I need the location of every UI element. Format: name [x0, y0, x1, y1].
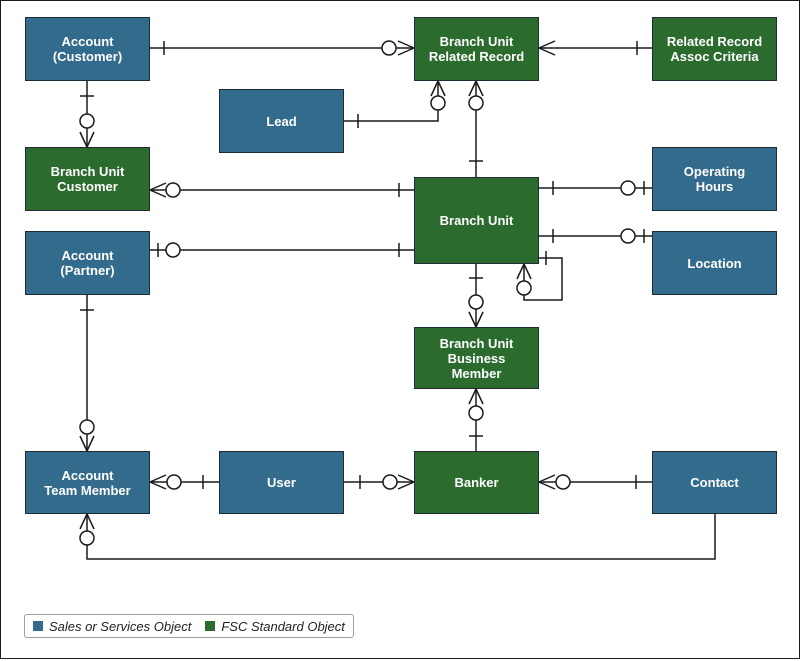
entity-account-customer[interactable]: Account (Customer)	[25, 17, 150, 81]
entity-branch-unit-business-member[interactable]: Branch Unit Business Member	[414, 327, 539, 389]
rel-branch-unit-self	[516, 251, 563, 301]
entity-related-record-assoc-criteria[interactable]: Related Record Assoc Criteria	[652, 17, 777, 81]
entity-user[interactable]: User	[219, 451, 344, 514]
rel-related-record-assoc-criteria	[538, 40, 652, 56]
entity-branch-unit-customer[interactable]: Branch Unit Customer	[25, 147, 150, 211]
legend-label-fsc-standard: FSC Standard Object	[221, 618, 345, 634]
blue-swatch-icon	[33, 621, 43, 631]
rel-account-customer-related-record	[150, 40, 415, 56]
entity-branch-unit[interactable]: Branch Unit	[414, 177, 539, 264]
entity-account-partner[interactable]: Account (Partner)	[25, 231, 150, 295]
entity-banker[interactable]: Banker	[414, 451, 539, 514]
rel-branch-unit-location	[539, 228, 652, 244]
rel-account-customer-branch-unit-customer	[79, 81, 95, 148]
rel-team-member-user	[149, 474, 219, 490]
legend-label-sales-services: Sales or Services Object	[49, 618, 192, 634]
rel-branch-unit-customer-branch-unit	[149, 182, 414, 198]
rel-account-partner-team-member	[79, 294, 95, 452]
rel-account-partner-branch-unit	[150, 242, 414, 258]
entity-operating-hours[interactable]: Operating Hours	[652, 147, 777, 211]
entity-lead[interactable]: Lead	[219, 89, 344, 153]
rel-branch-unit-business-member	[468, 264, 484, 328]
rel-contact-team-member	[79, 513, 716, 560]
rel-business-member-banker	[468, 388, 484, 451]
green-swatch-icon	[205, 621, 216, 631]
entity-account-team-member[interactable]: Account Team Member	[25, 451, 150, 514]
entity-contact[interactable]: Contact	[652, 451, 777, 514]
rel-lead-related-record	[344, 80, 446, 128]
legend-item-fsc-standard: FSC Standard Object	[205, 619, 345, 634]
rel-branch-unit-operating-hours	[539, 180, 652, 196]
legend-item-sales-services: Sales or Services Object	[33, 619, 191, 634]
legend: Sales or Services Object FSC Standard Ob…	[24, 614, 354, 638]
rel-banker-contact	[538, 474, 652, 490]
rel-user-banker	[344, 474, 415, 490]
rel-branch-unit-related-record	[468, 80, 484, 177]
entity-branch-unit-related-record[interactable]: Branch Unit Related Record	[414, 17, 539, 81]
entity-location[interactable]: Location	[652, 231, 777, 295]
